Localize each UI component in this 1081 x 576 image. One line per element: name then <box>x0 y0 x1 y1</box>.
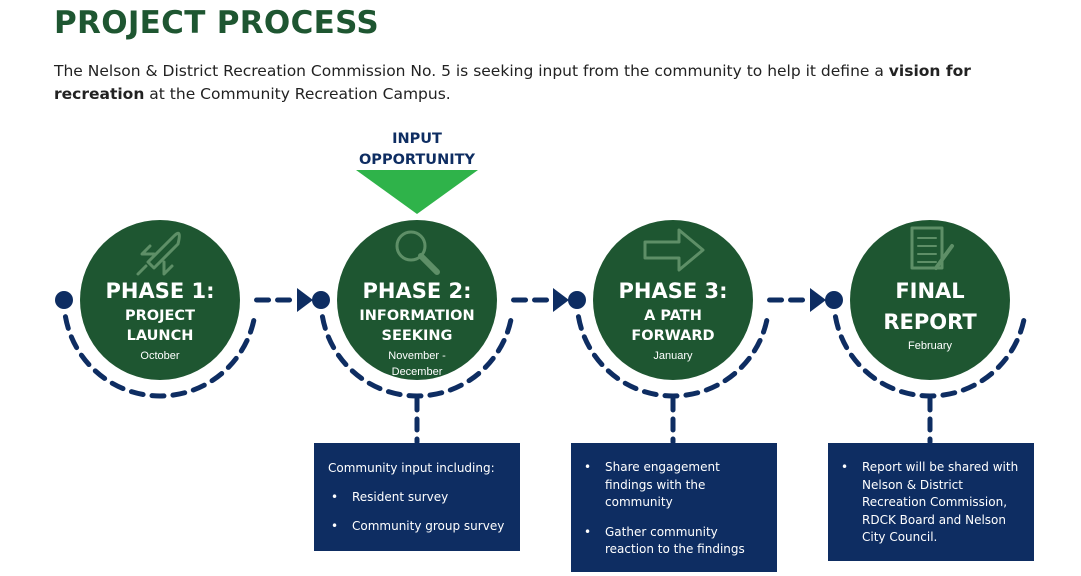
phases: PHASE 1: PROJECT LAUNCH October PHASE 2: INFO… <box>80 220 1010 380</box>
phase-circle <box>593 220 753 380</box>
input-label-line1: INPUT <box>392 131 442 147</box>
intro-text-bold: vision for recreation <box>54 62 971 103</box>
phase-title: PHASE 3: <box>618 279 727 303</box>
list-item: Resident survey <box>328 489 506 507</box>
phase-1: PHASE 1: PROJECT LAUNCH October <box>80 220 240 380</box>
connector-dot <box>312 291 330 309</box>
dashed-arc <box>319 314 515 399</box>
list-item: Report will be shared with Nelson & Dist… <box>838 459 1024 547</box>
connector-dot <box>568 291 586 309</box>
dashed-arc <box>62 314 258 399</box>
phase-title: PHASE 2: <box>362 279 471 303</box>
connector-dot <box>825 291 843 309</box>
document-icon <box>910 226 954 270</box>
phase-4: FINAL REPORT February <box>850 220 1010 380</box>
magnifier-icon <box>395 230 440 275</box>
connector-arrow-icon <box>297 288 313 312</box>
phase-title: FINAL <box>895 279 964 303</box>
phase-3: PHASE 3: A PATH FORWARD January <box>593 220 753 380</box>
phase3-info-box: Share engagement findings with the commu… <box>571 443 777 572</box>
input-opportunity-triangle <box>356 170 478 214</box>
phase-date: February <box>908 340 953 352</box>
input-label-line2: OPPORTUNITY <box>359 152 476 168</box>
intro-text-end: at the Community Recreation Campus. <box>144 85 451 103</box>
connector-dot <box>55 291 73 309</box>
phase3-info-list: Share engagement findings with the commu… <box>581 459 767 559</box>
phase-circle <box>337 220 497 380</box>
phase-title: REPORT <box>883 310 977 334</box>
dashed-arc <box>832 314 1028 399</box>
phase-circle <box>80 220 240 380</box>
final-info-box: Report will be shared with Nelson & Dist… <box>828 443 1034 561</box>
intro-text-start: The Nelson & District Recreation Commiss… <box>54 62 889 80</box>
phase-date: October <box>140 350 179 362</box>
connectors <box>55 288 1028 445</box>
list-item: Gather community reaction to the finding… <box>581 524 767 559</box>
phase2-info-list: Resident survey Community group survey <box>328 489 506 536</box>
phase-subtitle: SEEKING <box>382 328 453 344</box>
rocket-icon <box>136 231 181 276</box>
phase-2: PHASE 2: INFORMATION SEEKING November - Dece… <box>337 220 497 380</box>
phase-subtitle: FORWARD <box>631 328 714 344</box>
connector-arrow-icon <box>810 288 826 312</box>
phase-circle <box>850 220 1010 380</box>
phase-title: PHASE 1: <box>105 279 214 303</box>
phase-subtitle: PROJECT <box>125 308 195 324</box>
intro-text: The Nelson & District Recreation Commiss… <box>54 60 1044 106</box>
page-title: PROJECT PROCESS <box>54 5 379 41</box>
phase-subtitle: LAUNCH <box>127 328 194 344</box>
phase-date: December <box>392 366 443 378</box>
connector-arrow-icon <box>553 288 569 312</box>
dashed-arc <box>575 314 771 399</box>
phase2-info-box: Community input including: Resident surv… <box>314 443 520 551</box>
phase-date: November - <box>388 350 446 362</box>
phase-date: January <box>653 350 693 362</box>
list-item: Share engagement findings with the commu… <box>581 459 767 512</box>
list-item: Community group survey <box>328 518 506 536</box>
arrow-icon <box>643 228 705 272</box>
phase2-info-intro: Community input including: <box>328 461 495 475</box>
final-info-list: Report will be shared with Nelson & Dist… <box>838 459 1024 547</box>
phase-subtitle: INFORMATION <box>359 308 474 324</box>
phase-subtitle: A PATH <box>644 308 702 324</box>
